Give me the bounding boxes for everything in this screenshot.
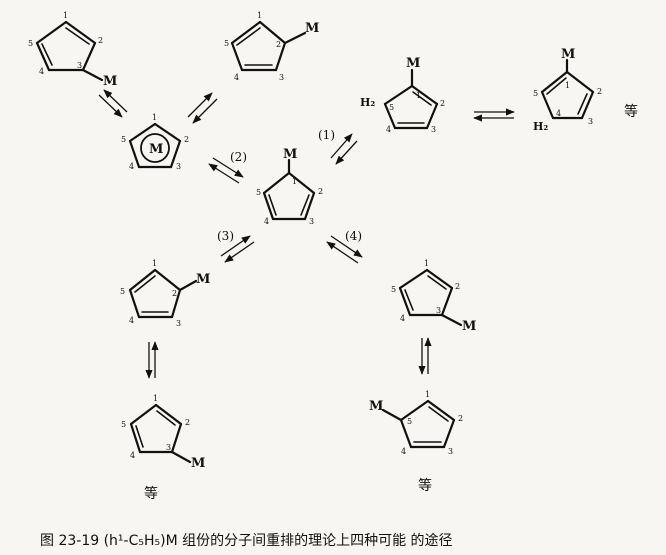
ring-bottom-left: M 1 2 3 4 5 等 bbox=[121, 394, 205, 502]
metal-label: M bbox=[561, 47, 575, 62]
num-2: 2 bbox=[276, 40, 281, 49]
num-4: 4 bbox=[386, 125, 391, 134]
etc-label: 等 bbox=[144, 485, 158, 502]
equilibrium-arrow bbox=[187, 92, 218, 124]
num-3: 3 bbox=[176, 319, 181, 328]
etc-label: 等 bbox=[624, 103, 638, 120]
num-1: 1 bbox=[565, 81, 570, 90]
ring-h2-c4: M H₂ 1 2 3 4 5 等 bbox=[533, 47, 638, 133]
num-4: 4 bbox=[264, 217, 269, 226]
num-5: 5 bbox=[391, 285, 396, 294]
num-4: 4 bbox=[234, 73, 239, 82]
num-1: 1 bbox=[63, 11, 68, 20]
ring-pentahapto: M 1 2 3 4 5 bbox=[121, 113, 189, 171]
equilibrium-arrow bbox=[473, 108, 515, 122]
num-1: 1 bbox=[416, 91, 421, 100]
num-5: 5 bbox=[533, 89, 538, 98]
metal-label: M bbox=[406, 56, 420, 71]
num-3: 3 bbox=[448, 447, 453, 456]
h2-label: H₂ bbox=[533, 120, 548, 133]
num-1: 1 bbox=[153, 394, 158, 403]
pathway-4-label: (4) bbox=[345, 229, 362, 243]
num-3: 3 bbox=[279, 73, 284, 82]
num-2: 2 bbox=[597, 87, 602, 96]
h2-label: H₂ bbox=[360, 96, 375, 109]
num-4: 4 bbox=[401, 447, 406, 456]
pathway-1-label: (1) bbox=[318, 128, 335, 142]
metal-label: M bbox=[196, 272, 210, 287]
num-5: 5 bbox=[407, 417, 412, 426]
ring-pathway-3: M 1 2 3 4 5 bbox=[120, 259, 210, 328]
num-5: 5 bbox=[389, 103, 394, 112]
num-4: 4 bbox=[400, 314, 405, 323]
num-2: 2 bbox=[184, 135, 189, 144]
num-3: 3 bbox=[431, 125, 436, 134]
figure-caption: 图 23-19 (h¹-C₅H₅)M 组份的分子间重排的理论上四种可能 的途径 bbox=[40, 532, 453, 549]
equilibrium-arrow bbox=[98, 89, 128, 118]
num-4: 4 bbox=[129, 316, 134, 325]
num-2: 2 bbox=[98, 36, 103, 45]
num-1: 1 bbox=[425, 390, 430, 399]
num-1: 1 bbox=[257, 11, 262, 20]
num-1: 1 bbox=[152, 259, 157, 268]
num-2: 2 bbox=[440, 99, 445, 108]
pathway-2-label: (2) bbox=[230, 150, 247, 164]
num-4: 4 bbox=[129, 162, 134, 171]
num-1: 1 bbox=[152, 113, 157, 122]
ring-pathway-4: M 1 2 3 4 5 bbox=[391, 259, 476, 334]
metal-label: M bbox=[283, 147, 297, 162]
pathway-3-arrow: (3) bbox=[217, 229, 255, 263]
num-2: 2 bbox=[458, 414, 463, 423]
metal-label: M bbox=[305, 21, 319, 36]
num-2: 2 bbox=[318, 187, 323, 196]
num-3: 3 bbox=[77, 61, 82, 70]
pathway-4-arrow: (4) bbox=[326, 229, 363, 264]
num-1: 1 bbox=[424, 259, 429, 268]
etc-label: 等 bbox=[418, 477, 432, 494]
ring-top-left: 1 2 3 4 5 M bbox=[28, 11, 117, 89]
num-5: 5 bbox=[121, 420, 126, 429]
num-2: 2 bbox=[455, 282, 460, 291]
num-4: 4 bbox=[39, 67, 44, 76]
metal-label: M bbox=[149, 142, 163, 157]
ring-h2-c5: M H₂ 1 2 3 4 5 bbox=[360, 56, 445, 134]
num-3: 3 bbox=[436, 306, 441, 315]
num-3: 3 bbox=[309, 217, 314, 226]
ring-top-middle: 1 2 3 4 5 M bbox=[224, 11, 319, 82]
num-1: 1 bbox=[292, 177, 297, 186]
pathway-2-arrow: (2) bbox=[208, 150, 247, 184]
num-4: 4 bbox=[556, 109, 561, 118]
num-2: 2 bbox=[185, 418, 190, 427]
num-3: 3 bbox=[176, 162, 181, 171]
equilibrium-arrow-vertical-right bbox=[418, 337, 432, 375]
pathway-1-arrow: (1) bbox=[318, 128, 358, 165]
num-4: 4 bbox=[130, 451, 135, 460]
equilibrium-arrow-vertical-left bbox=[145, 341, 159, 379]
num-3: 3 bbox=[588, 117, 593, 126]
metal-label: M bbox=[462, 319, 476, 334]
num-5: 5 bbox=[28, 39, 33, 48]
num-5: 5 bbox=[121, 135, 126, 144]
num-5: 5 bbox=[256, 188, 261, 197]
metal-label: M bbox=[369, 399, 383, 414]
num-5: 5 bbox=[120, 287, 125, 296]
metal-label: M bbox=[191, 456, 205, 471]
num-3: 3 bbox=[166, 443, 171, 452]
ring-center: M 1 2 3 4 5 bbox=[256, 147, 323, 226]
ring-bottom-right: M 1 2 3 4 5 等 bbox=[369, 390, 463, 494]
num-5: 5 bbox=[224, 39, 229, 48]
pathway-3-label: (3) bbox=[217, 229, 234, 243]
num-2: 2 bbox=[172, 289, 177, 298]
metal-label: M bbox=[103, 74, 117, 89]
